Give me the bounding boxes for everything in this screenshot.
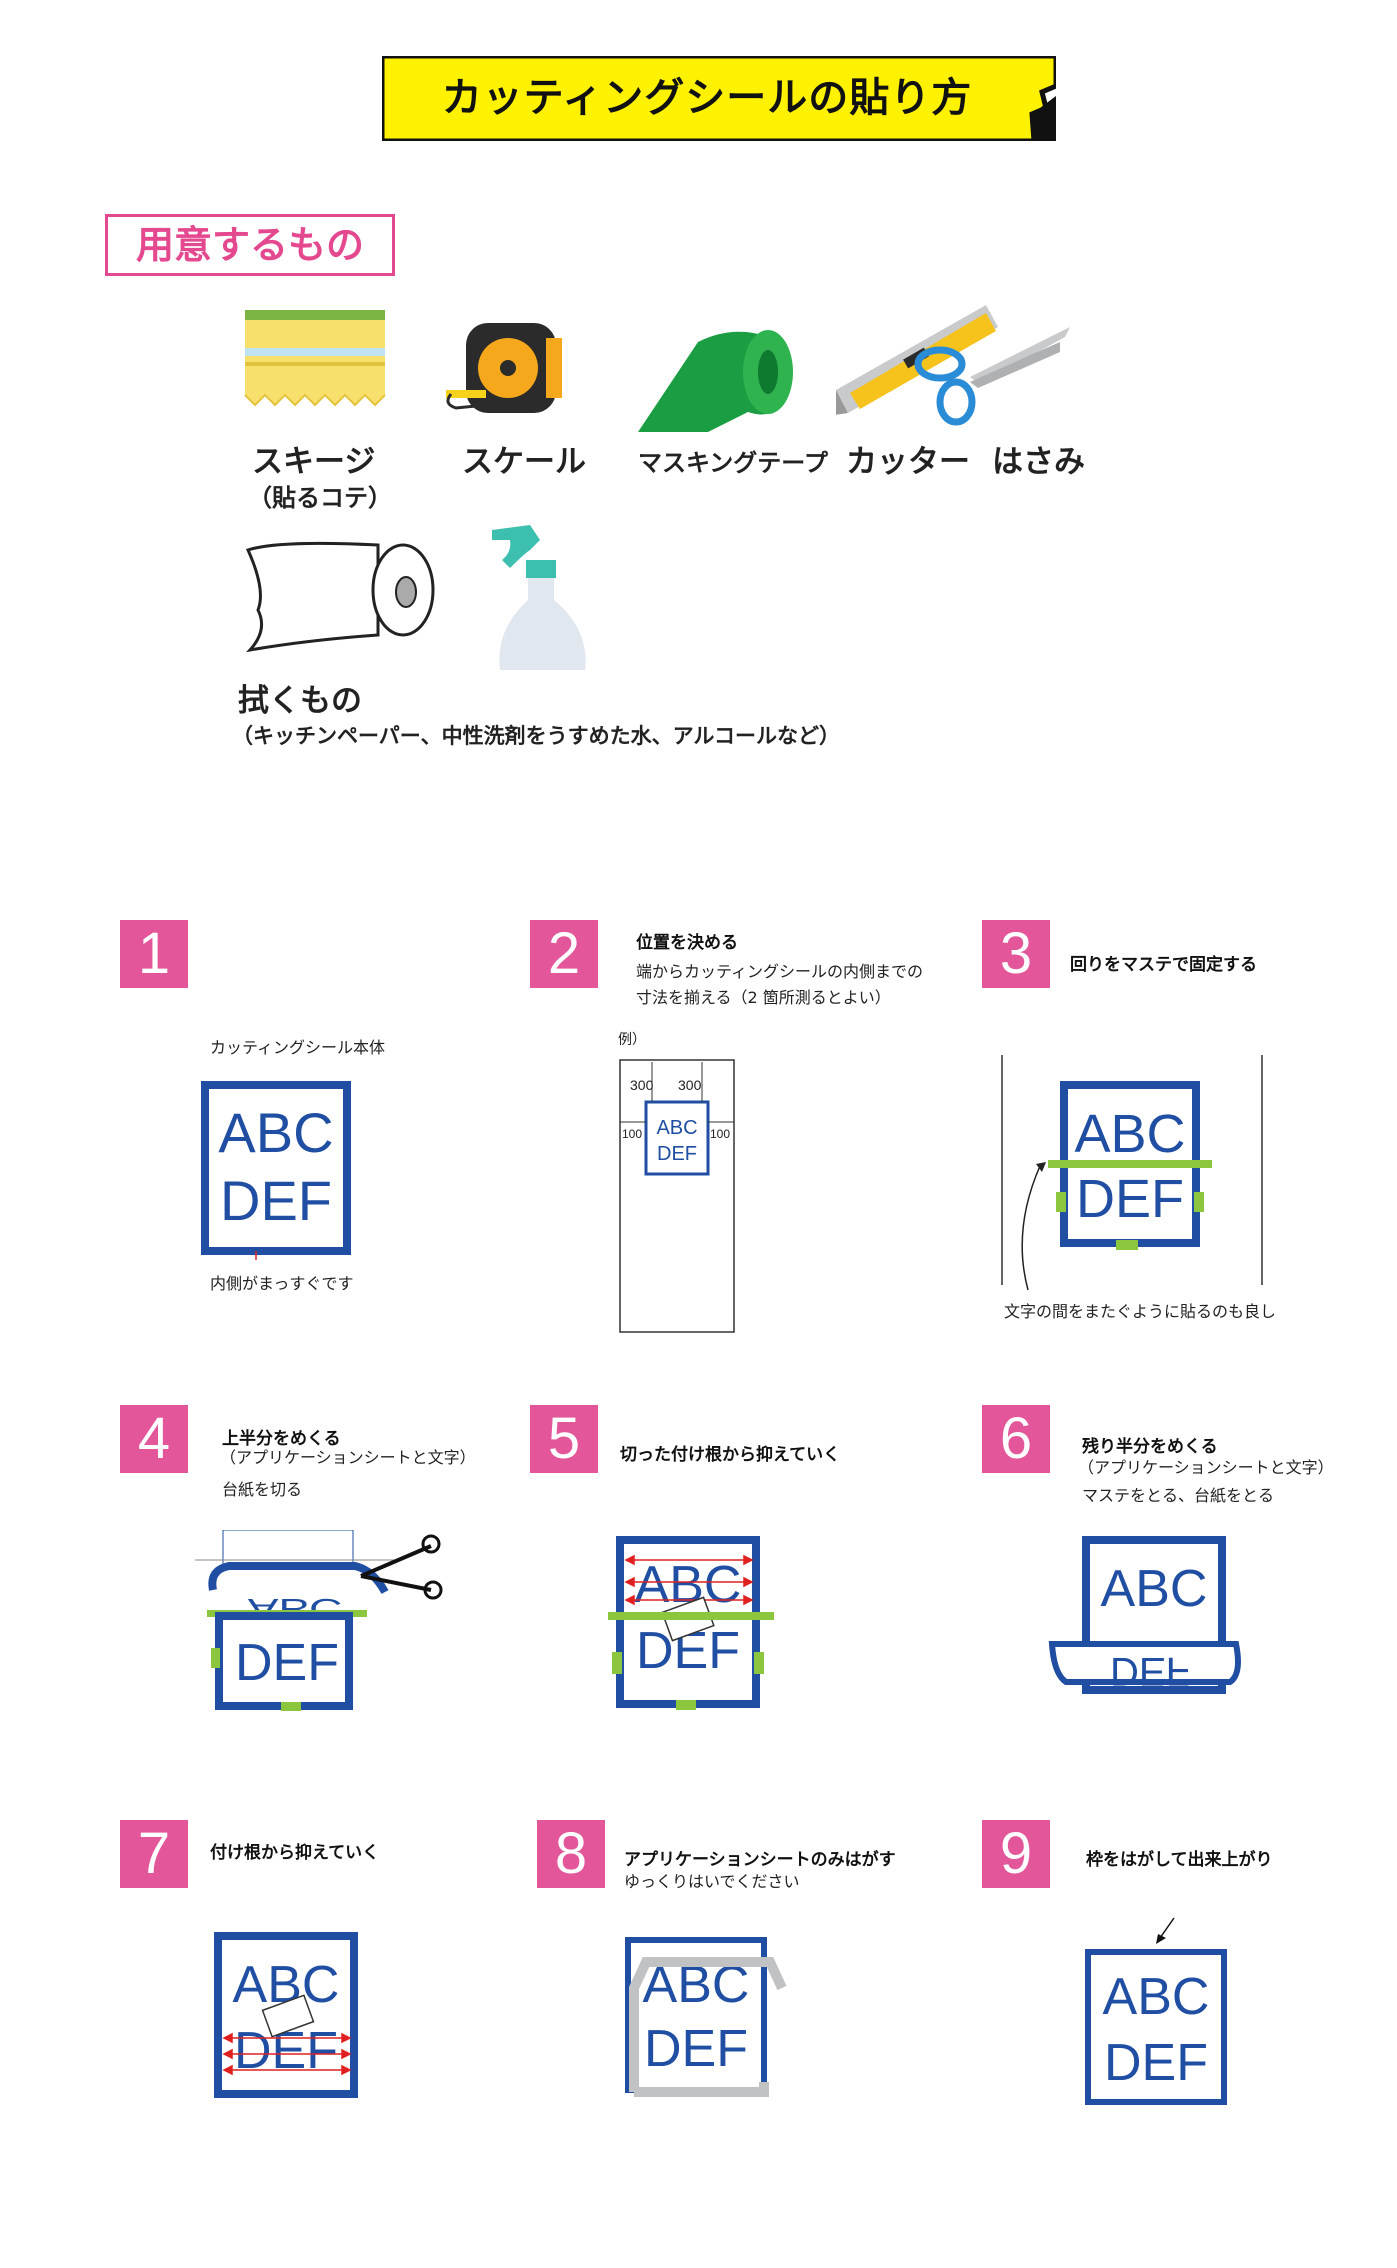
step-number-8: 8 [537, 1820, 605, 1888]
step3-title: 回りをマステで固定する [1070, 955, 1257, 975]
step-number-9: 9 [982, 1820, 1050, 1888]
step-number-1: 1 [120, 920, 188, 988]
step-number-4: 4 [120, 1405, 188, 1473]
step7-squeegee-icon [261, 1994, 315, 2038]
scissors-icon [914, 327, 1070, 426]
step2-position-diagram: ABC DEF 300 300 100 100 [619, 1059, 735, 1333]
step9-title: 枠をはがして出来上がり [1086, 1850, 1273, 1870]
tool-label-scissors: はさみ [992, 444, 1085, 480]
step8-peel-illustration: ABC DEF [625, 1937, 787, 2097]
step2-dim-100-right: 100 [710, 1127, 730, 1141]
squeegee-icon [244, 310, 386, 407]
sticker-text-abc: ABC [218, 1101, 333, 1164]
tool-sub-squeegee: （貼るコテ） [248, 484, 392, 512]
step6-flipped-def: DEF [1110, 1649, 1190, 1693]
step4-sticker-def: DEF [235, 1634, 339, 1692]
tool-label-scale: スケール [462, 444, 586, 480]
step-number-2: 2 [530, 920, 598, 988]
title-banner: カッティングシールの貼り方 [382, 56, 1056, 141]
step-number-5: 5 [530, 1405, 598, 1473]
step7-press-illustration: ABC DEF [214, 1932, 358, 2098]
step2-example-label: 例） [618, 1032, 646, 1048]
step8-line-1: ゆっくりはいでください [624, 1872, 800, 1891]
page-title: カッティングシールの貼り方 [441, 75, 973, 121]
step2-dim-300-left: 300 [630, 1077, 654, 1093]
step4-title: 上半分をめくる [222, 1429, 341, 1449]
step4-peel-illustration: ABC DEF [195, 1530, 443, 1711]
step-number-3: 3 [982, 920, 1050, 988]
spray-bottle-icon [492, 525, 586, 670]
masking-tape-icon [638, 330, 793, 432]
tape-measure-icon [446, 323, 562, 413]
step2-line-1: 端からカッティングシールの内側までの [636, 962, 924, 981]
step6-peel-illustration: ABC DEF [1048, 1536, 1241, 1694]
step2-dim-100-left: 100 [622, 1127, 642, 1141]
tool-sub-wipe: （キッチンペーパー、中性洗剤をうすめた水、アルコールなど） [232, 724, 840, 748]
step2-sticker-abc: ABC [656, 1117, 697, 1139]
tool-label-cutter: カッター [846, 444, 970, 480]
step6-line-1: （アプリケーションシートと文字） [1078, 1458, 1334, 1477]
step5-title: 切った付け根から抑えていく [620, 1445, 841, 1465]
tool-label-squeegee: スキージ [252, 444, 376, 480]
tool-label-wipe: 拭くもの [238, 683, 362, 719]
title-banner-shape [382, 56, 1056, 141]
step4-scissors-icon [360, 1534, 443, 1600]
step1-sticker-illustration: ABC DEF [201, 1081, 351, 1260]
step3-note: 文字の間をまたぐように貼るのも良し [1004, 1302, 1277, 1321]
step3-sticker-def: DEF [1076, 1169, 1184, 1229]
step2-dim-300-right: 300 [678, 1077, 702, 1093]
step6-title: 残り半分をめくる [1082, 1437, 1218, 1457]
sticker-text-def: DEF [220, 1169, 332, 1232]
step1-label-bottom: 内側がまっすぐです [210, 1274, 354, 1293]
step9-sticker-def: DEF [1104, 2034, 1208, 2092]
step2-line-2: 寸法を揃える（2 箇所測るとよい） [636, 988, 891, 1007]
step9-sticker-abc: ABC [1103, 1968, 1210, 2026]
step6-line-2: マステをとる、台紙をとる [1082, 1486, 1275, 1505]
step6-sticker-abc: ABC [1101, 1560, 1208, 1618]
tool-label-masking-tape: マスキングテープ [638, 449, 828, 477]
step2-sticker-def: DEF [657, 1143, 697, 1165]
paper-towel-icon [245, 541, 435, 653]
step7-title: 付け根から抑えていく [210, 1843, 380, 1863]
step-number-7: 7 [120, 1820, 188, 1888]
step1-label-top: カッティングシール本体 [210, 1038, 386, 1057]
step5-press-illustration: ABC DEF [608, 1536, 774, 1710]
step4-line-1: （アプリケーションシートと文字） [220, 1448, 476, 1467]
step9-finished-illustration: ABC DEF [1085, 1917, 1227, 2105]
step8-title: アプリケーションシートのみはがす [624, 1850, 896, 1870]
prep-heading: 用意するもの [105, 214, 395, 276]
step3-sticker-abc: ABC [1074, 1104, 1185, 1164]
step4-line-2: 台紙を切る [222, 1480, 303, 1499]
step-number-6: 6 [982, 1405, 1050, 1473]
step3-taping-illustration: ABC DEF [1001, 1055, 1263, 1290]
step2-title: 位置を決める [636, 933, 738, 953]
step8-sticker-def: DEF [644, 2020, 748, 2078]
